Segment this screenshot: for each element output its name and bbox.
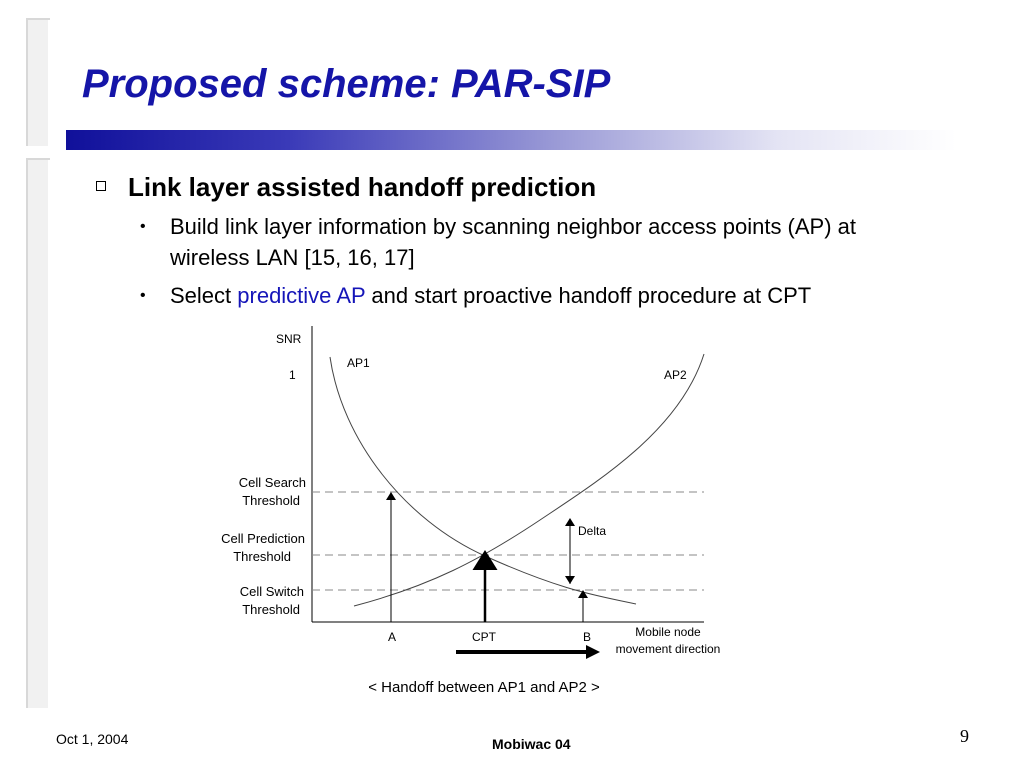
- page-number: 9: [960, 726, 969, 746]
- point-a-label: A: [388, 630, 396, 644]
- cell-switch-label-2: Threshold: [242, 602, 300, 617]
- decorative-bracket-top: [26, 18, 50, 146]
- slide-title: Proposed scheme: PAR-SIP: [82, 62, 611, 106]
- point-cpt-label: CPT: [472, 630, 497, 644]
- bullet-sub-2-post: and start proactive handoff procedure at…: [365, 283, 812, 308]
- point-b-label: B: [583, 630, 591, 644]
- cell-switch-label-1: Cell Switch: [240, 584, 304, 599]
- square-bullet-icon: [96, 181, 106, 192]
- title-gradient-bar: [66, 130, 956, 150]
- ap1-label: AP1: [347, 356, 370, 370]
- bullet-sub-1-line-2: wireless LAN [15, 16, 17]: [170, 245, 415, 270]
- movement-label-1: Mobile node: [635, 625, 701, 639]
- cell-prediction-label-1: Cell Prediction: [221, 531, 305, 546]
- ap2-label: AP2: [664, 368, 687, 382]
- snr-tick-1: 1: [289, 368, 296, 382]
- bullet-sub-2-pre: Select: [170, 283, 238, 308]
- bullet-sub-2-text: Select predictive AP and start proactive…: [170, 281, 811, 311]
- diagram-caption: < Handoff between AP1 and AP2 >: [368, 679, 600, 696]
- cell-search-label-1: Cell Search: [239, 475, 306, 490]
- bullet-sub-1-line-1: Build link layer information by scanning…: [170, 214, 857, 239]
- movement-label-2: movement direction: [616, 642, 721, 656]
- cell-search-label-2: Threshold: [242, 493, 300, 508]
- dot-bullet-icon: •: [140, 287, 146, 304]
- bullet-main-text: Link layer assisted handoff prediction: [128, 172, 597, 202]
- footer-center: Mobiwac 04: [492, 736, 571, 752]
- ap1-snr-curve: [329, 356, 637, 605]
- delta-label: Delta: [578, 524, 606, 538]
- snr-label: SNR: [276, 332, 302, 346]
- predictive-ap-highlight: predictive AP: [237, 283, 366, 308]
- dot-bullet-icon: •: [140, 218, 146, 235]
- movement-arrow-head: [586, 645, 600, 659]
- decorative-bracket-body: [26, 158, 50, 708]
- bullet-main: Link layer assisted handoff prediction: [96, 172, 596, 203]
- footer-date: Oct 1, 2004: [56, 731, 129, 747]
- cell-prediction-label-2: Threshold: [233, 549, 291, 564]
- ap2-snr-curve: [353, 353, 705, 607]
